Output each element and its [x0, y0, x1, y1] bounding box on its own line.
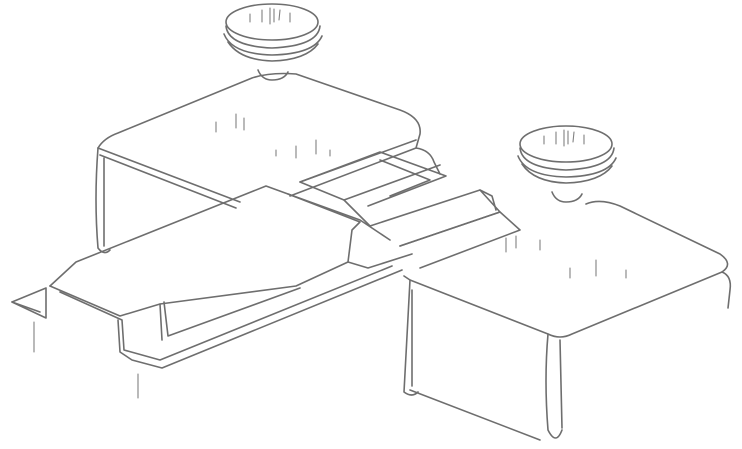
- slider-plate: [11, 185, 413, 399]
- channel-guide: [287, 151, 521, 269]
- adjustment-knob-left: [223, 3, 323, 81]
- right-block: [403, 200, 732, 441]
- adjustment-knob-right: [517, 125, 617, 203]
